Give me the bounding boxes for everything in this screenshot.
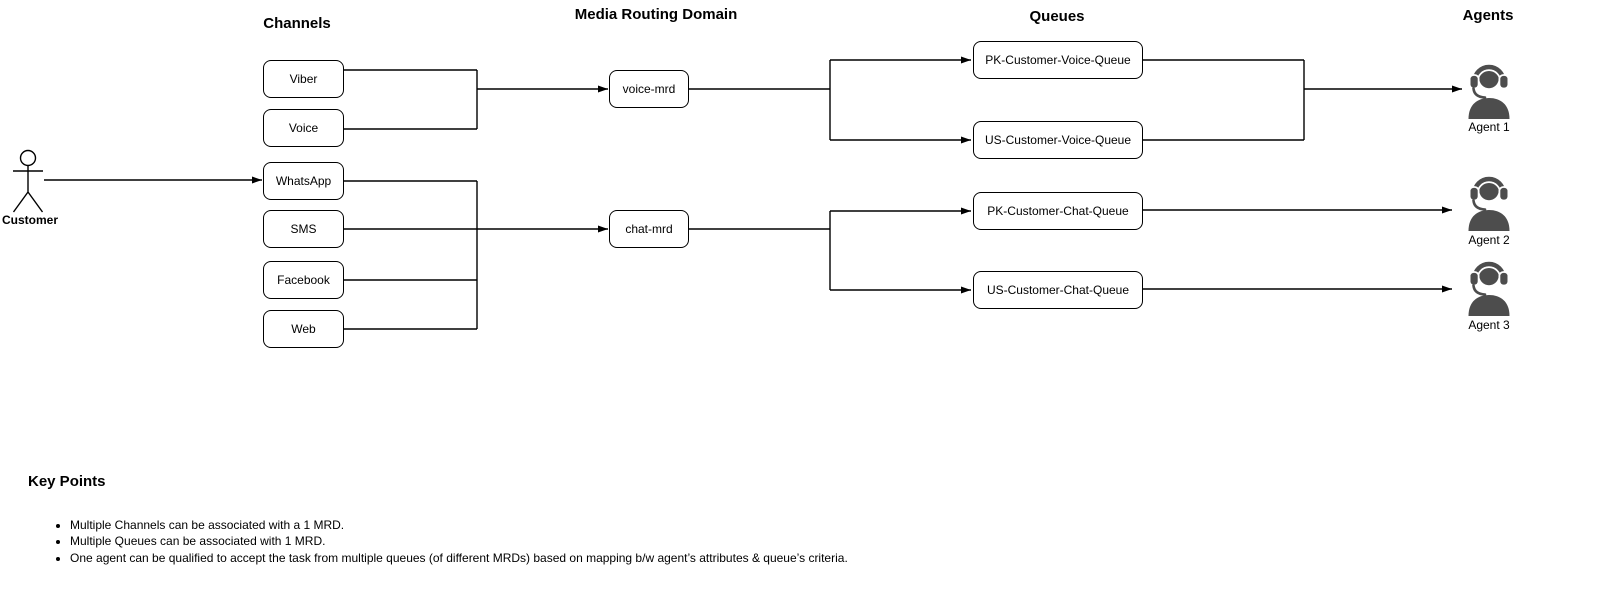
queue-label: US-Customer-Voice-Queue: [984, 133, 1132, 147]
agent-headset-icon: [1465, 258, 1513, 316]
key-point-item: Multiple Channels can be associated with…: [70, 517, 848, 533]
key-points-heading: Key Points: [28, 473, 106, 490]
agent-label: Agent 2: [1468, 233, 1510, 247]
agent-headset-icon: [1465, 173, 1513, 231]
queue-label: PK-Customer-Chat-Queue: [987, 204, 1129, 218]
channel-node-web: Web: [263, 310, 344, 348]
agent-label: Agent 3: [1468, 318, 1510, 332]
channel-label: Viber: [289, 72, 318, 86]
queue-label: US-Customer-Chat-Queue: [986, 283, 1130, 297]
mrd-column-title: Media Routing Domain: [574, 6, 738, 23]
queue-node-us-voice: US-Customer-Voice-Queue: [973, 121, 1143, 159]
channel-label: Web: [291, 322, 316, 336]
agent-label: Agent 1: [1468, 120, 1510, 134]
channel-node-viber: Viber: [263, 60, 344, 98]
queues-column-title: Queues: [1029, 8, 1085, 25]
queue-label: PK-Customer-Voice-Queue: [985, 53, 1131, 67]
queue-node-us-chat: US-Customer-Chat-Queue: [973, 271, 1143, 309]
channels-column-title: Channels: [263, 15, 331, 32]
customer-actor-icon: [12, 149, 44, 213]
channel-node-facebook: Facebook: [263, 261, 344, 299]
key-point-item: One agent can be qualified to accept the…: [70, 550, 848, 566]
mrd-label: voice-mrd: [622, 82, 676, 96]
agent-headset-icon: [1465, 61, 1513, 119]
agents-column-title: Agents: [1462, 7, 1514, 24]
mrd-node-chat-mrd: chat-mrd: [609, 210, 689, 248]
customer-label: Customer: [1, 213, 58, 227]
channel-node-sms: SMS: [263, 210, 344, 248]
mrd-label: chat-mrd: [625, 222, 673, 236]
mrd-node-voice-mrd: voice-mrd: [609, 70, 689, 108]
channel-node-voice: Voice: [263, 109, 344, 147]
channel-label: Voice: [288, 121, 319, 135]
channel-label: SMS: [290, 222, 317, 236]
channel-label: Facebook: [277, 273, 330, 287]
channel-node-whatsapp: WhatsApp: [263, 162, 344, 200]
queue-node-pk-voice: PK-Customer-Voice-Queue: [973, 41, 1143, 79]
queue-node-pk-chat: PK-Customer-Chat-Queue: [973, 192, 1143, 230]
key-points-list: Multiple Channels can be associated with…: [48, 517, 848, 566]
key-point-item: Multiple Queues can be associated with 1…: [70, 533, 848, 549]
channel-label: WhatsApp: [275, 174, 332, 188]
